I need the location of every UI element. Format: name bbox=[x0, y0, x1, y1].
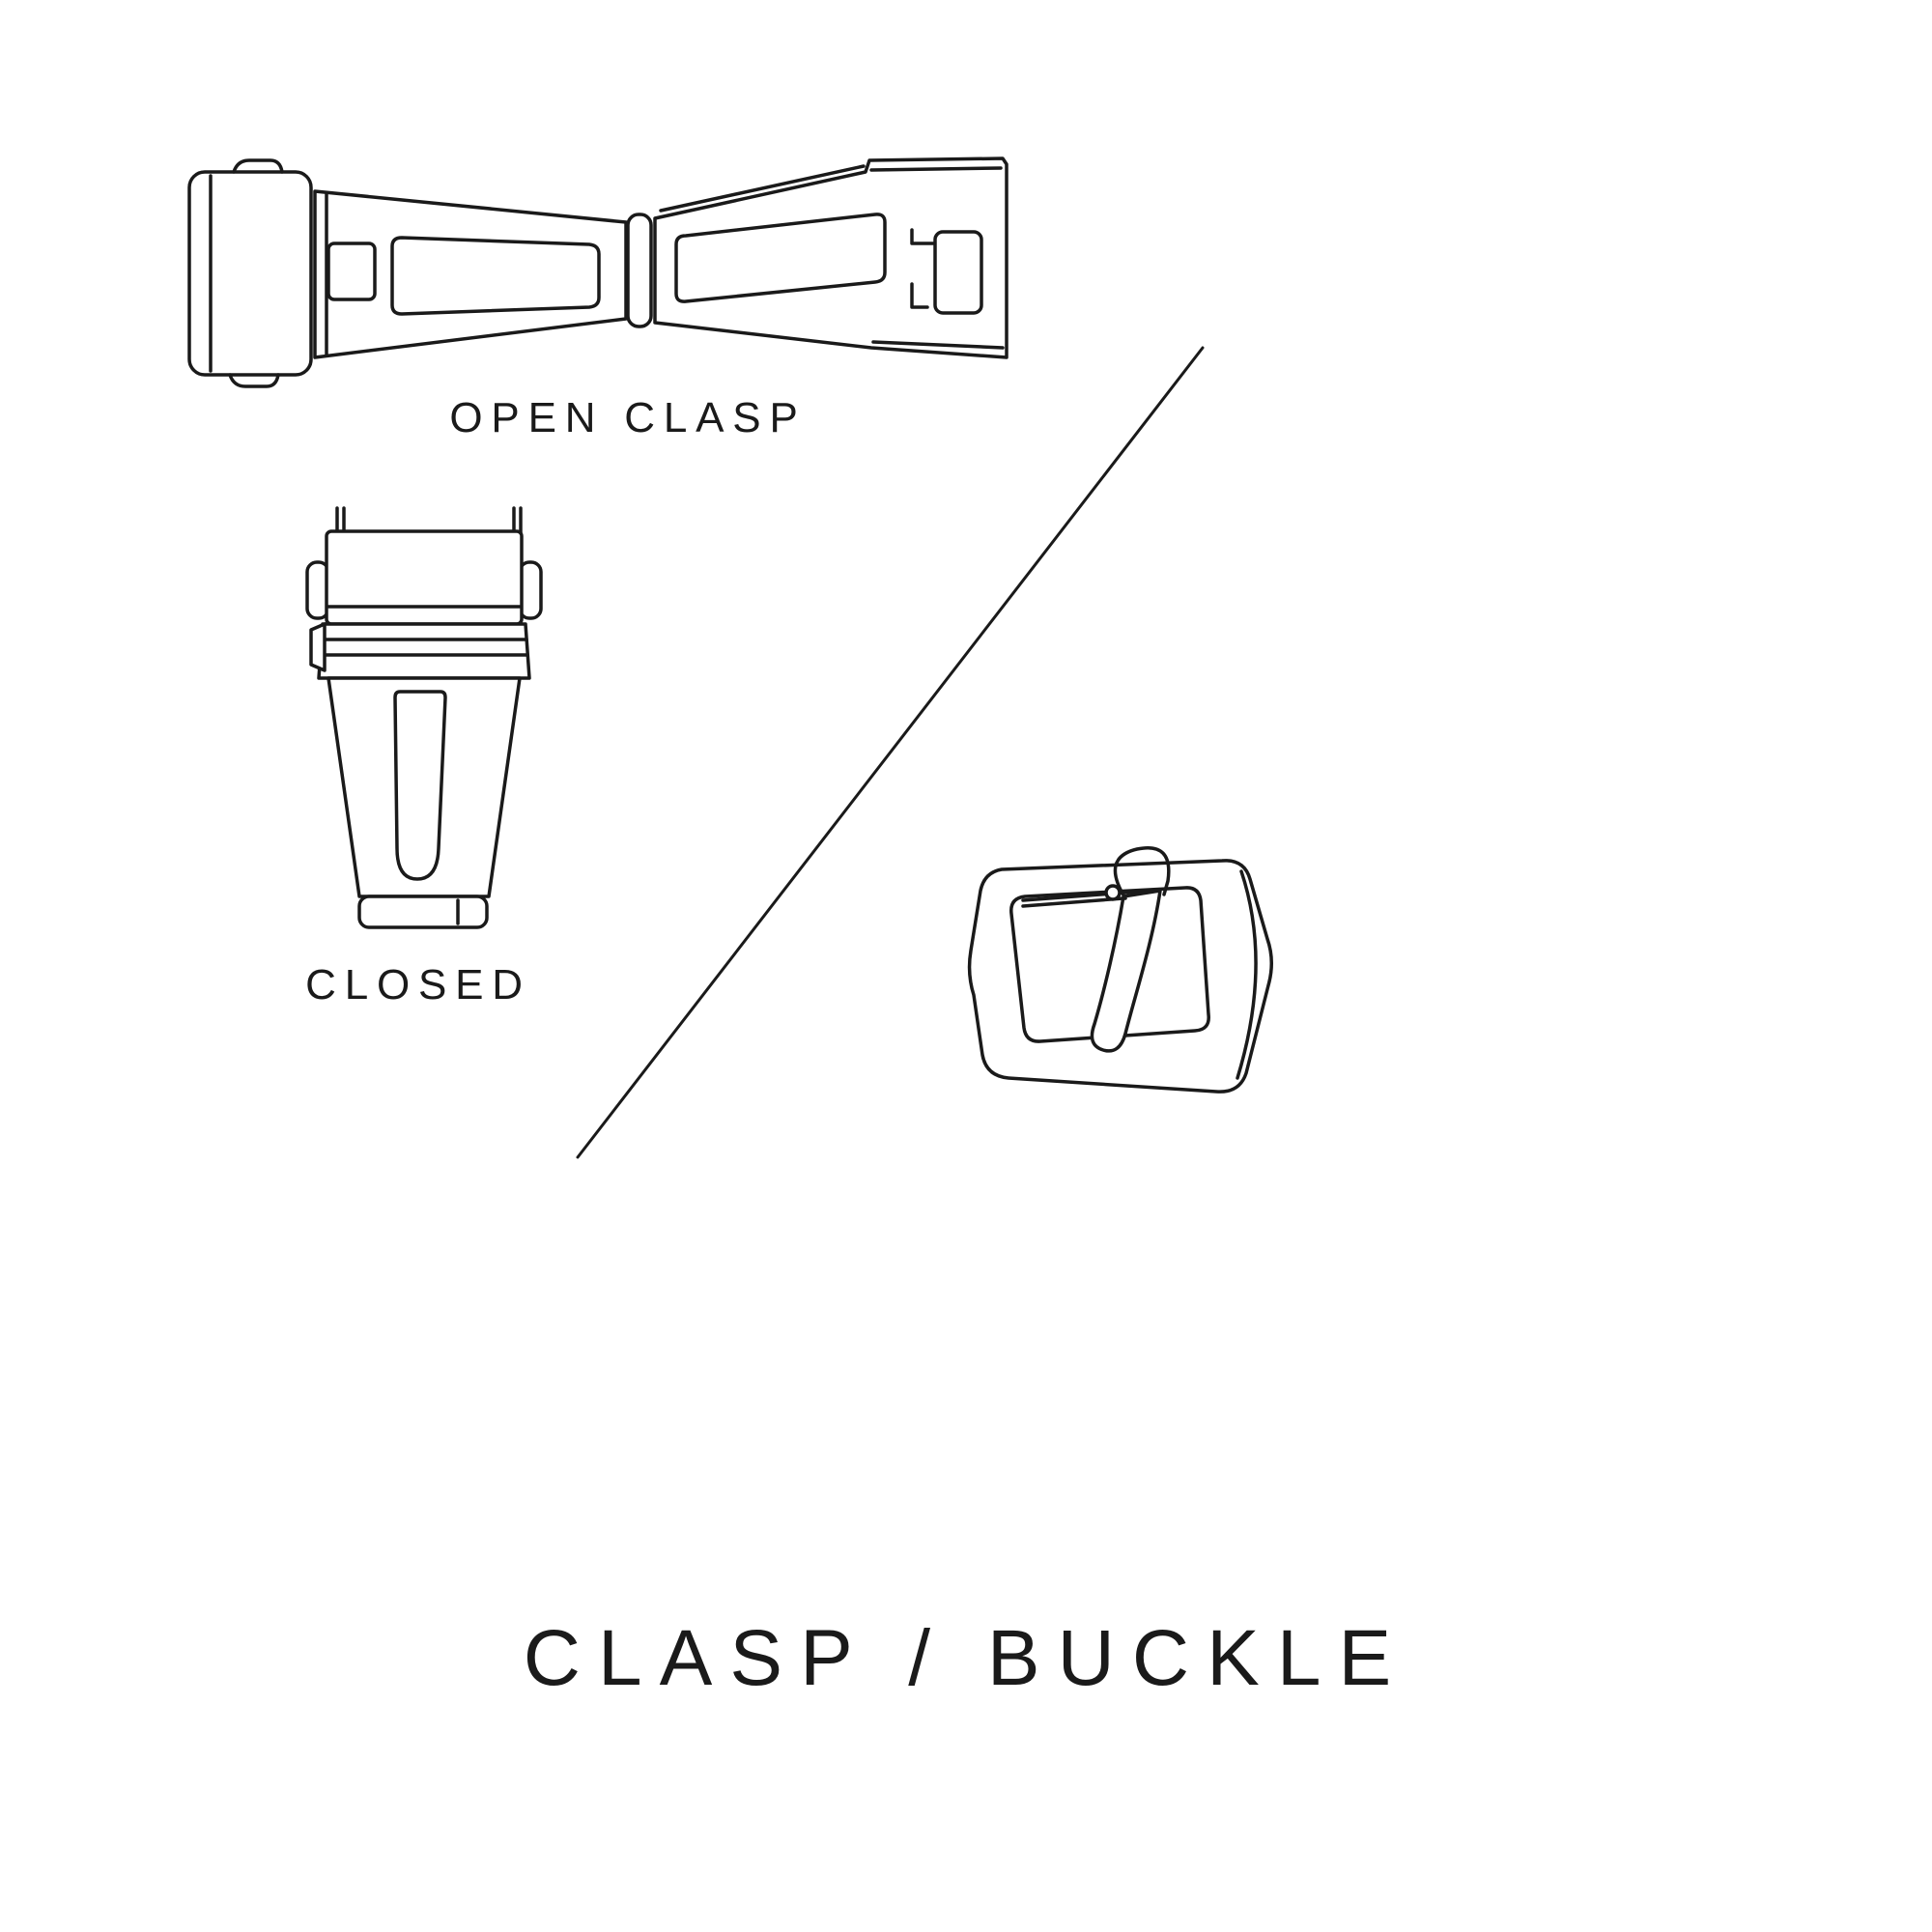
closed-clasp-icon bbox=[305, 506, 543, 929]
closed-clasp-bottom-bar bbox=[357, 895, 489, 929]
open-clasp-right-arm bbox=[653, 156, 1009, 359]
buckle-tang bbox=[1090, 846, 1171, 1053]
open-clasp-center-hinge bbox=[626, 213, 653, 328]
closed-clasp-prongs bbox=[335, 506, 523, 535]
closed-clasp-body bbox=[327, 676, 522, 898]
diagonal-divider-icon bbox=[576, 346, 1205, 1159]
closed-clasp-side-tabs bbox=[305, 560, 543, 620]
closed-clasp-bands bbox=[309, 622, 531, 680]
open-clasp-left-end-link bbox=[187, 158, 313, 388]
buckle-icon bbox=[967, 846, 1273, 1094]
open-clasp-label: OPEN CLASP bbox=[449, 394, 807, 441]
open-clasp-left-arm bbox=[313, 189, 628, 359]
open-clasp-icon bbox=[187, 156, 1009, 388]
closed-label: CLOSED bbox=[305, 961, 531, 1009]
page-title: CLASP / BUCKLE bbox=[523, 1614, 1409, 1702]
closed-clasp-top-block bbox=[325, 529, 524, 626]
